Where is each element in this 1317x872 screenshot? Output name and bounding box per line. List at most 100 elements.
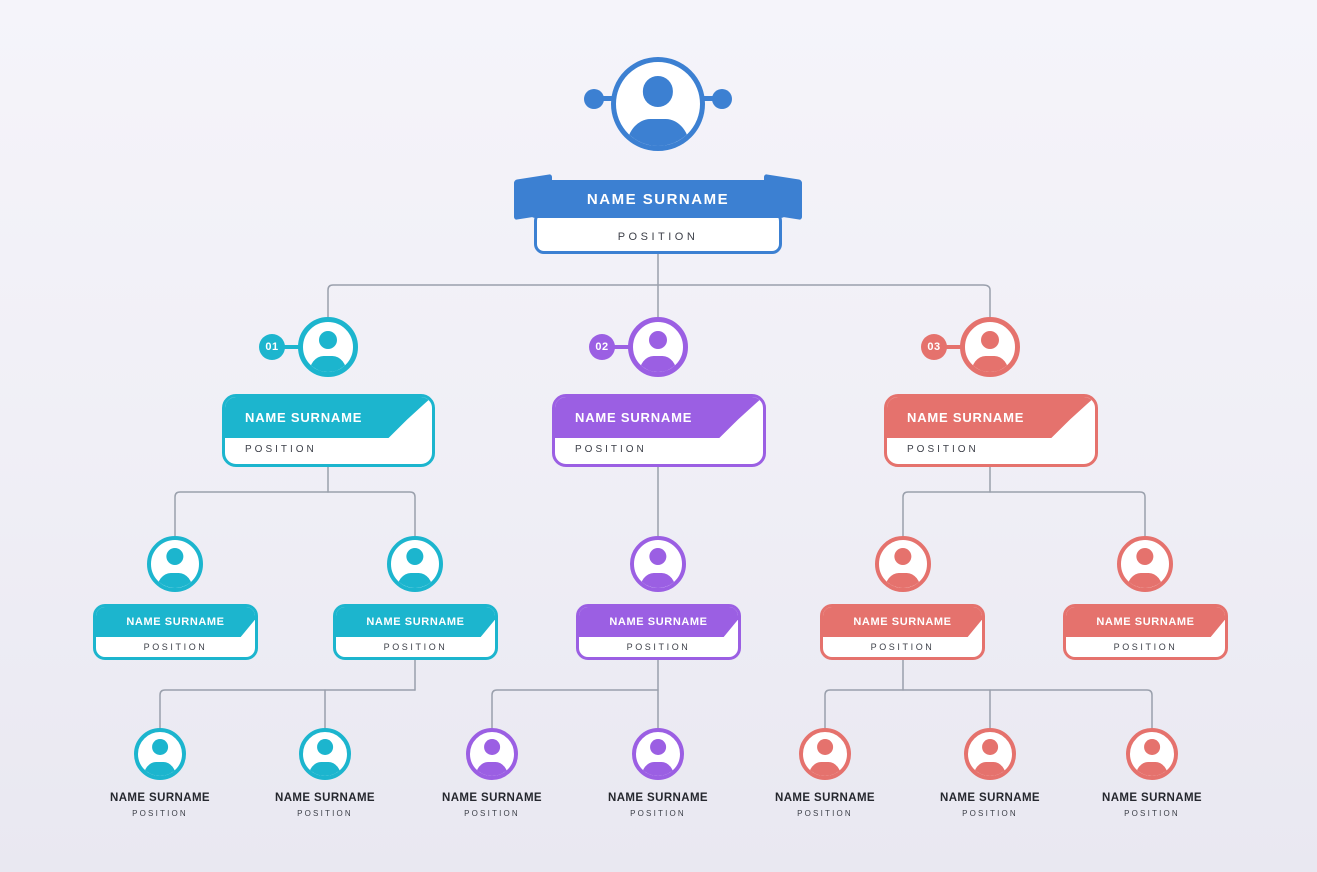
person-icon (968, 732, 1012, 776)
connector-line (902, 491, 1146, 537)
card-header: NAME SURNAME (96, 607, 255, 637)
node-l4-3: NAME SURNAME POSITION (417, 728, 567, 828)
card-header: NAME SURNAME (823, 607, 982, 637)
position-label: POSITION (464, 809, 520, 818)
position-label: POSITION (383, 642, 448, 652)
node-l4-6: NAME SURNAME POSITION (915, 728, 1065, 828)
card-header: NAME SURNAME (555, 397, 763, 438)
person-icon (303, 322, 353, 372)
name-card: NAME SURNAME POSITION (552, 394, 766, 467)
left-dot (584, 89, 604, 109)
card-header: NAME SURNAME (336, 607, 495, 637)
person-icon (1130, 732, 1174, 776)
node-l2-3: 03 NAME SURNAME POSITION (884, 317, 1098, 467)
card-header: NAME SURNAME (579, 607, 738, 637)
avatar-right-stub (688, 96, 722, 101)
name-card: NAME SURNAME POSITION (93, 604, 258, 660)
name-label: NAME SURNAME (575, 410, 693, 425)
name-label: NAME SURNAME (853, 616, 952, 628)
avatar (299, 728, 351, 780)
node-l2-2: 02 NAME SURNAME POSITION (552, 317, 766, 467)
name-ribbon: NAME SURNAME (530, 180, 786, 218)
avatar (632, 728, 684, 780)
name-label: NAME SURNAME (1102, 792, 1202, 804)
node-l2-1: 01 NAME SURNAME POSITION (222, 317, 435, 467)
person-icon (636, 732, 680, 776)
badge-number: 01 (259, 334, 285, 360)
connector-line (327, 284, 991, 318)
avatar (298, 317, 358, 377)
position-label: POSITION (1124, 809, 1180, 818)
avatar (628, 317, 688, 377)
avatar (147, 536, 203, 592)
card-header: NAME SURNAME (887, 397, 1095, 438)
badge-number: 02 (589, 334, 615, 360)
node-l3-3: NAME SURNAME POSITION (576, 536, 741, 660)
node-l4-4: NAME SURNAME POSITION (583, 728, 733, 828)
node-l3-2: NAME SURNAME POSITION (333, 536, 498, 660)
avatar (1117, 536, 1173, 592)
person-icon (1121, 540, 1169, 588)
person-icon (616, 62, 700, 146)
avatar (799, 728, 851, 780)
badge-number: 03 (921, 334, 947, 360)
avatar (466, 728, 518, 780)
name-label: NAME SURNAME (907, 410, 1025, 425)
avatar (134, 728, 186, 780)
name-label: NAME SURNAME (126, 616, 225, 628)
avatar (960, 317, 1020, 377)
badge-connector (594, 345, 660, 349)
connector-line (824, 689, 1153, 729)
avatar (1126, 728, 1178, 780)
name-label: NAME SURNAME (940, 792, 1040, 804)
position-label: POSITION (132, 809, 188, 818)
badge-connector (264, 345, 330, 349)
person-icon (634, 540, 682, 588)
person-icon (138, 732, 182, 776)
card-header: NAME SURNAME (1066, 607, 1225, 637)
connector-line (491, 689, 659, 729)
name-card: NAME SURNAME POSITION (1063, 604, 1228, 660)
name-label: NAME SURNAME (1096, 616, 1195, 628)
node-l4-1: NAME SURNAME POSITION (85, 728, 235, 828)
name-card: NAME SURNAME POSITION (576, 604, 741, 660)
position-label: POSITION (626, 642, 691, 652)
name-card: NAME SURNAME POSITION (820, 604, 985, 660)
avatar (611, 57, 705, 151)
name-label: NAME SURNAME (775, 792, 875, 804)
node-l4-2: NAME SURNAME POSITION (250, 728, 400, 828)
position-label: POSITION (907, 444, 979, 455)
person-icon (965, 322, 1015, 372)
person-icon (879, 540, 927, 588)
name-label: NAME SURNAME (608, 792, 708, 804)
badge-connector (926, 345, 992, 349)
person-icon (803, 732, 847, 776)
node-l3-4: NAME SURNAME POSITION (820, 536, 985, 660)
node-l4-5: NAME SURNAME POSITION (750, 728, 900, 828)
name-card: NAME SURNAME POSITION (222, 394, 435, 467)
avatar (964, 728, 1016, 780)
position-label: POSITION (1113, 642, 1178, 652)
node-l3-5: NAME SURNAME POSITION (1063, 536, 1228, 660)
name-label: NAME SURNAME (110, 792, 210, 804)
position-label: POSITION (575, 444, 647, 455)
node-l4-7: NAME SURNAME POSITION (1077, 728, 1227, 828)
name-label: NAME SURNAME (609, 616, 708, 628)
position-label: POSITION (797, 809, 853, 818)
position-label: POSITION (962, 809, 1018, 818)
name-card: NAME SURNAME POSITION (333, 604, 498, 660)
person-icon (470, 732, 514, 776)
connector-line (174, 491, 416, 537)
node-root: NAME SURNAME POSITION (514, 50, 802, 256)
name-label: NAME SURNAME (366, 616, 465, 628)
avatar (387, 536, 443, 592)
position-label: POSITION (297, 809, 353, 818)
node-l3-1: NAME SURNAME POSITION (93, 536, 258, 660)
name-label: NAME SURNAME (586, 190, 730, 208)
position-label: POSITION (245, 444, 317, 455)
connector-line (159, 689, 416, 729)
name-label: NAME SURNAME (245, 410, 363, 425)
position-label: POSITION (870, 642, 935, 652)
